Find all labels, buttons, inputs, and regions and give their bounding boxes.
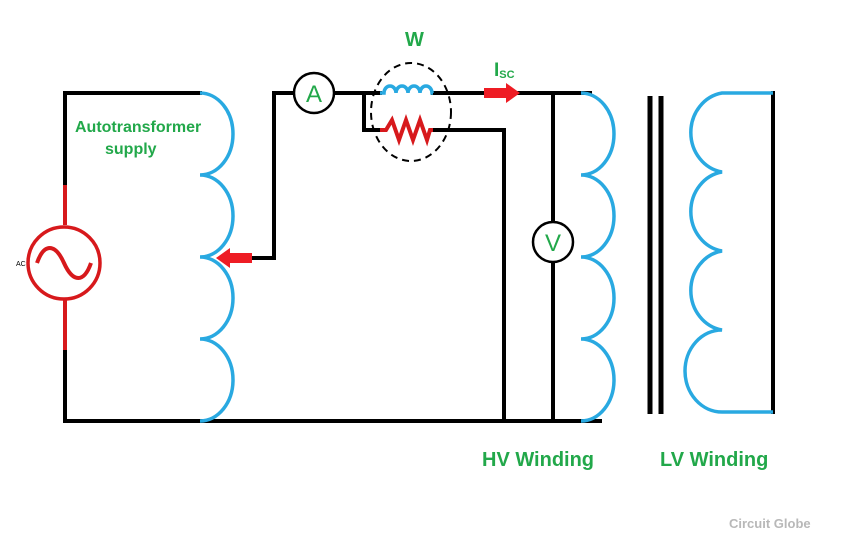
wire-pc-out bbox=[431, 128, 506, 423]
lv-winding-label: LV Winding bbox=[660, 449, 768, 471]
autotransformer-winding bbox=[199, 91, 235, 423]
wattmeter-label: W bbox=[405, 29, 424, 51]
wire-pc-in bbox=[362, 91, 382, 132]
ammeter-label: A bbox=[306, 81, 322, 108]
tap-arrow-icon bbox=[216, 248, 252, 268]
circuit-wires bbox=[63, 91, 775, 423]
source-label: AC bbox=[16, 261, 26, 268]
voltmeter-label: V bbox=[545, 230, 561, 257]
current-label: ISC bbox=[494, 60, 515, 81]
ammeter: A bbox=[292, 71, 336, 115]
watermark: Circuit Globe bbox=[729, 516, 811, 531]
current-arrow-icon bbox=[484, 83, 520, 103]
current-coil bbox=[380, 84, 434, 95]
hv-winding-label: HV Winding bbox=[482, 449, 594, 471]
lv-winding bbox=[683, 91, 773, 414]
hv-winding bbox=[580, 91, 616, 423]
autotransformer-label-line1: Autotransformer bbox=[75, 119, 201, 136]
ac-source-icon: AC bbox=[16, 185, 102, 350]
autotransformer-label-line2: supply bbox=[105, 141, 157, 158]
wattmeter: W bbox=[370, 29, 452, 162]
voltmeter: V bbox=[531, 220, 575, 264]
transformer-core bbox=[647, 96, 664, 414]
wire-tap bbox=[236, 91, 296, 260]
resistor-icon bbox=[380, 113, 433, 147]
